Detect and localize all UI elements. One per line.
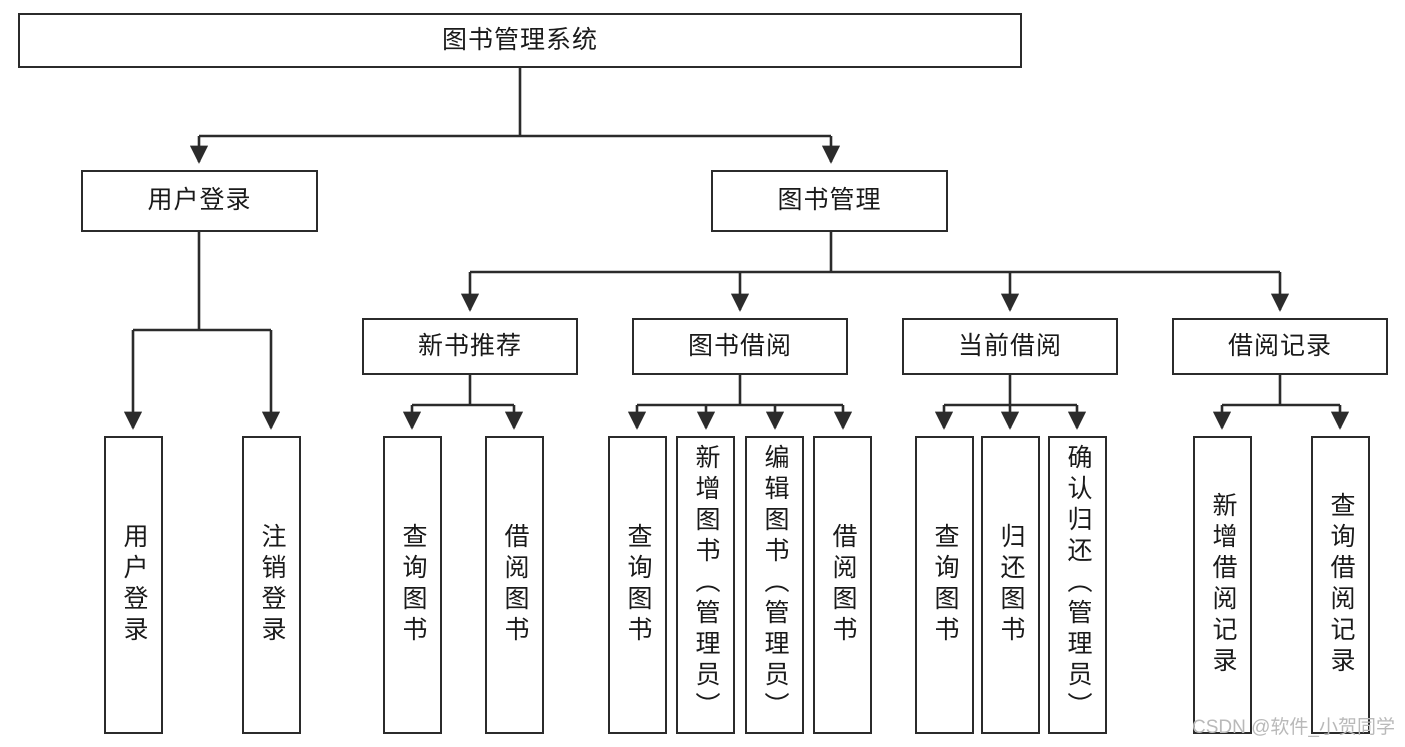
- node-leaf-borrow-book-new[interactable]: 借阅图书: [485, 436, 544, 734]
- node-label: 查询图书: [624, 523, 652, 647]
- node-new-book-recommend[interactable]: 新书推荐: [362, 318, 578, 375]
- node-label: 用户登录: [120, 523, 148, 647]
- node-current-borrow[interactable]: 当前借阅: [902, 318, 1118, 375]
- node-label: 借阅图书: [829, 523, 857, 647]
- node-label: 用户登录: [147, 186, 252, 215]
- node-leaf-add-borrow-record[interactable]: 新增借阅记录: [1193, 436, 1252, 734]
- node-label: 注销登录: [258, 523, 286, 647]
- node-leaf-query-borrow-record[interactable]: 查询借阅记录: [1311, 436, 1370, 734]
- node-label: 借阅记录: [1227, 331, 1332, 360]
- node-book-management[interactable]: 图书管理: [711, 170, 948, 232]
- node-label: 新书推荐: [417, 331, 522, 360]
- node-label: 图书管理系统: [441, 25, 598, 54]
- node-label: 当前借阅: [957, 331, 1062, 360]
- node-leaf-confirm-return-admin[interactable]: 确认归还（管理员）: [1048, 436, 1107, 734]
- node-leaf-query-book-new[interactable]: 查询图书: [383, 436, 442, 734]
- node-leaf-user-login[interactable]: 用户登录: [104, 436, 163, 734]
- node-root-library-system[interactable]: 图书管理系统: [18, 13, 1022, 68]
- node-label: 借阅图书: [501, 523, 529, 647]
- node-book-borrow[interactable]: 图书借阅: [632, 318, 848, 375]
- node-label: 确认归还（管理员）: [1064, 444, 1092, 723]
- node-leaf-query-book-current[interactable]: 查询图书: [915, 436, 974, 734]
- node-label: 查询图书: [931, 523, 959, 647]
- node-label: 图书管理: [777, 186, 882, 215]
- node-leaf-logout-login[interactable]: 注销登录: [242, 436, 301, 734]
- node-leaf-query-book-borrow[interactable]: 查询图书: [608, 436, 667, 734]
- node-label: 归还图书: [997, 523, 1025, 647]
- node-label: 查询借阅记录: [1327, 492, 1355, 678]
- node-label: 图书借阅: [687, 331, 792, 360]
- csdn-watermark: CSDN @软件_小贺同学: [1192, 717, 1395, 738]
- node-label: 编辑图书（管理员）: [761, 444, 789, 723]
- node-leaf-return-book[interactable]: 归还图书: [981, 436, 1040, 734]
- node-leaf-edit-book-admin[interactable]: 编辑图书（管理员）: [745, 436, 804, 734]
- node-label: 新增图书（管理员）: [692, 444, 720, 723]
- node-leaf-borrow-book-borrow[interactable]: 借阅图书: [813, 436, 872, 734]
- node-label: 新增借阅记录: [1209, 492, 1237, 678]
- node-label: 查询图书: [399, 523, 427, 647]
- node-borrow-record[interactable]: 借阅记录: [1172, 318, 1388, 375]
- node-leaf-add-book-admin[interactable]: 新增图书（管理员）: [676, 436, 735, 734]
- node-user-login[interactable]: 用户登录: [81, 170, 318, 232]
